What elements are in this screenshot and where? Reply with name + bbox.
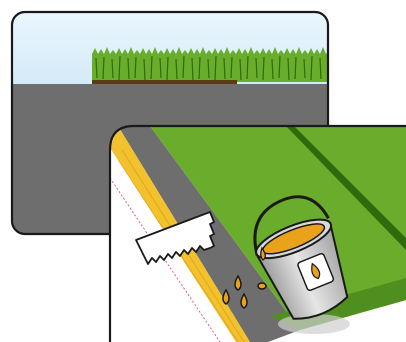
- adhesive-underlay: [92, 80, 237, 84]
